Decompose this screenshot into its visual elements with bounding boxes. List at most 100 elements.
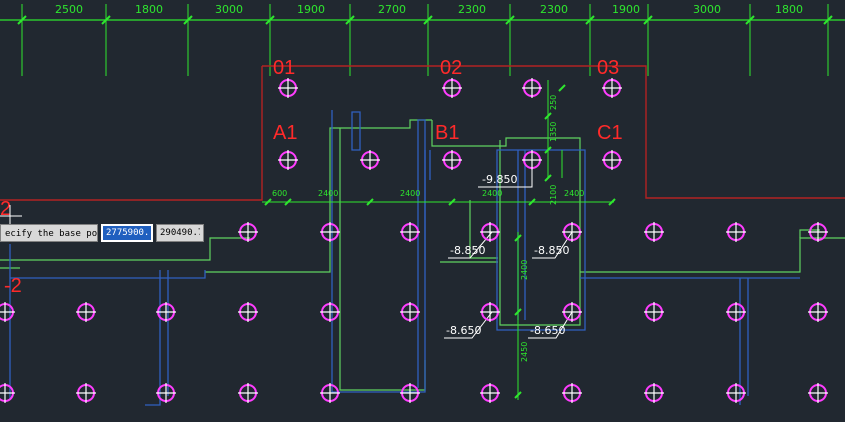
pile-marker[interactable] <box>76 302 96 322</box>
axis-label-edge: -2 <box>4 275 22 297</box>
pile-marker[interactable] <box>480 383 500 403</box>
dim-tick <box>423 4 433 76</box>
dim-tick <box>544 174 552 182</box>
x-coordinate-input[interactable] <box>101 224 153 242</box>
pile-marker[interactable] <box>562 302 582 322</box>
pile-marker[interactable] <box>522 150 542 170</box>
pile-marker[interactable] <box>156 383 176 403</box>
pile-marker[interactable] <box>360 150 380 170</box>
pile-marker[interactable] <box>442 150 462 170</box>
pile-marker[interactable] <box>238 302 258 322</box>
dim-tick <box>101 4 111 76</box>
dim-text: 2300 <box>540 3 568 16</box>
pile-marker[interactable] <box>0 302 15 322</box>
dim-tick <box>643 4 653 76</box>
pile-marker[interactable] <box>238 383 258 403</box>
axis-label-02: 02 <box>440 57 462 79</box>
axis-label-c1: C1 <box>597 122 623 144</box>
dim-text: 2500 <box>55 3 83 16</box>
pile-marker[interactable] <box>602 150 622 170</box>
dim-text: 2400 <box>318 189 338 198</box>
pile-marker[interactable] <box>156 302 176 322</box>
axis-label-03: 03 <box>597 57 619 79</box>
dim-text: 2400 <box>564 189 584 198</box>
dim-text: 600 <box>272 189 287 198</box>
dim-tick <box>544 112 552 120</box>
pile-marker[interactable] <box>562 383 582 403</box>
elevation-text: -8.650 <box>530 324 565 337</box>
pile-marker[interactable] <box>644 383 664 403</box>
dim-text: 2300 <box>458 3 486 16</box>
dim-tick <box>183 4 193 76</box>
elevation-text: -8.850 <box>450 244 485 257</box>
dim-text: 2450 <box>520 342 529 362</box>
pile-marker[interactable] <box>726 222 746 242</box>
command-prompt: ecify the base point <box>0 224 204 242</box>
dim-text: 1900 <box>612 3 640 16</box>
dim-text: 3000 <box>693 3 721 16</box>
pile-marker[interactable] <box>808 302 828 322</box>
dim-text: 3000 <box>215 3 243 16</box>
dim-tick <box>448 198 456 206</box>
pile-marker[interactable] <box>808 383 828 403</box>
foundation-outline <box>0 65 845 201</box>
dim-text: 1900 <box>297 3 325 16</box>
dim-tick <box>514 391 522 399</box>
axis-label-01: 01 <box>273 57 295 79</box>
dim-tick <box>17 4 27 76</box>
pile-marker[interactable] <box>644 222 664 242</box>
pile-marker[interactable] <box>726 383 746 403</box>
pile-marker[interactable] <box>562 222 582 242</box>
dim-tick <box>264 198 272 206</box>
dim-text: 2400 <box>520 260 529 280</box>
pile-marker[interactable] <box>726 302 746 322</box>
pile-marker[interactable] <box>76 383 96 403</box>
dim-tick <box>745 4 755 76</box>
pile-marker[interactable] <box>400 302 420 322</box>
top-dimension-chain: 2500 1800 3000 1900 2700 2300 2300 1900 … <box>0 3 845 76</box>
dim-tick <box>544 146 552 154</box>
dim-text: 1800 <box>135 3 163 16</box>
prompt-label: ecify the base point <box>0 224 98 242</box>
y-coordinate-input[interactable] <box>156 224 204 242</box>
dim-tick <box>608 198 616 206</box>
pile-marker[interactable] <box>480 302 500 322</box>
dim-tick <box>528 198 536 206</box>
dim-text: 2400 <box>482 189 502 198</box>
pile-marker[interactable] <box>442 78 462 98</box>
dim-tick <box>345 4 355 76</box>
pile-marker[interactable] <box>480 222 500 242</box>
dim-tick <box>514 234 522 242</box>
pile-marker[interactable] <box>320 222 340 242</box>
dim-text: 1350 <box>549 122 558 142</box>
pile-marker[interactable] <box>320 302 340 322</box>
elevation-text: -8.850 <box>534 244 569 257</box>
dim-tick <box>514 308 522 316</box>
blue-lines <box>9 110 800 406</box>
pile-marker[interactable] <box>522 78 542 98</box>
dim-tick <box>585 4 595 76</box>
axis-label-edge: 2 <box>0 198 11 220</box>
dim-text: 250 <box>549 95 558 110</box>
pile-marker[interactable] <box>400 383 420 403</box>
dim-tick <box>284 198 292 206</box>
axis-label-b1: B1 <box>435 122 459 144</box>
pile-marker[interactable] <box>602 78 622 98</box>
pile-marker[interactable] <box>320 383 340 403</box>
small-dimension-chain <box>262 80 614 400</box>
dim-tick <box>265 4 275 76</box>
pile-marker[interactable] <box>238 222 258 242</box>
pile-marker[interactable] <box>644 302 664 322</box>
pile-marker[interactable] <box>808 222 828 242</box>
dim-tick <box>558 84 566 92</box>
pile-marker[interactable] <box>400 222 420 242</box>
pile-marker[interactable] <box>278 150 298 170</box>
dim-text: 2700 <box>378 3 406 16</box>
dim-tick <box>823 4 833 76</box>
pile-marker[interactable] <box>278 78 298 98</box>
axis-label-a1: A1 <box>273 122 297 144</box>
dim-tick <box>505 4 515 76</box>
dim-text: 2400 <box>400 189 420 198</box>
pile-marker[interactable] <box>0 383 15 403</box>
